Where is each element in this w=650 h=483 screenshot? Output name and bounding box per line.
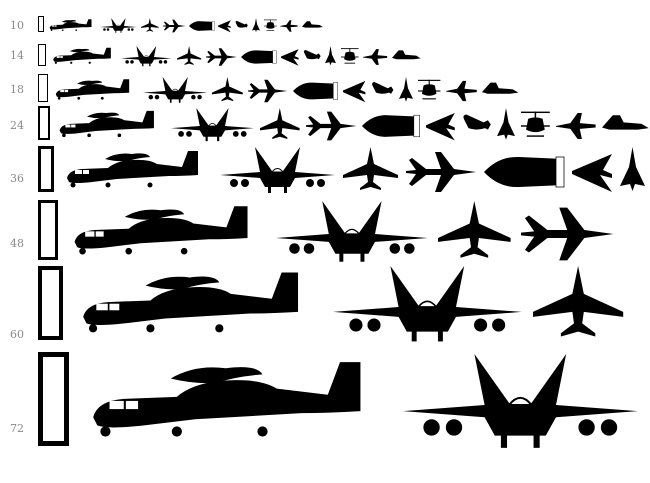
notdef-box-icon <box>38 74 48 102</box>
cruise-missile-icon <box>362 114 421 137</box>
jet-top-view-icon <box>533 266 624 337</box>
notdef-box-icon <box>38 106 51 140</box>
notdef-box-icon <box>38 44 47 66</box>
helicopter-front-icon <box>520 111 550 137</box>
tiltrotor-aircraft-icon <box>59 110 155 137</box>
notdef-box-icon <box>38 146 54 192</box>
specimen-row-10 <box>0 14 650 33</box>
specimen-row-48 <box>0 198 650 262</box>
specimen-row-24 <box>0 104 650 141</box>
size-label-36: 36 <box>10 172 24 185</box>
stealth-jet-icon <box>343 80 366 102</box>
fighter-jet-front-icon <box>276 200 429 262</box>
jet-top-view-icon <box>141 17 159 32</box>
fighter-jet-top-icon <box>520 207 613 260</box>
tiltrotor-aircraft-icon <box>92 362 361 437</box>
fighter-jet-front-icon <box>100 17 138 33</box>
jet-top-view-icon <box>212 76 244 101</box>
cruise-missile-icon <box>484 156 565 188</box>
jet-side-view-icon <box>445 80 477 101</box>
notdef-box-icon <box>38 200 59 260</box>
tiltrotor-aircraft-icon <box>74 205 248 255</box>
size-label-48: 48 <box>10 237 24 250</box>
specimen-row-60 <box>0 264 650 342</box>
fighter-jet-front-icon <box>170 107 254 141</box>
jet-top-view-icon <box>259 107 300 139</box>
specimen-row-14 <box>0 42 650 67</box>
swept-wing-jet-icon <box>392 50 421 60</box>
fighter-jet-delta-icon <box>398 76 413 102</box>
notdef-box-icon <box>38 266 63 340</box>
bomb-icon <box>372 81 394 94</box>
bomb-icon <box>462 114 491 130</box>
fighter-jet-front-icon <box>142 76 207 103</box>
jet-side-view-icon <box>556 112 596 139</box>
specimen-row-72 <box>0 350 650 449</box>
swept-wing-jet-icon <box>482 82 519 94</box>
cruise-missile-icon <box>188 20 215 31</box>
jet-side-view-icon <box>280 19 299 32</box>
stealth-jet-icon <box>426 112 456 140</box>
cruise-missile-icon <box>293 82 339 100</box>
jet-side-view-icon <box>363 49 388 66</box>
size-label-18: 18 <box>10 83 24 96</box>
fighter-jet-front-icon <box>220 147 335 193</box>
tiltrotor-aircraft-icon <box>55 79 130 100</box>
size-label-60: 60 <box>10 328 24 341</box>
helicopter-front-icon <box>263 19 277 31</box>
fighter-jet-top-icon <box>205 48 237 66</box>
bomb-icon <box>303 50 321 60</box>
fighter-jet-delta-icon <box>251 17 260 32</box>
swept-wing-jet-icon <box>302 20 323 28</box>
notdef-box-icon <box>38 352 69 446</box>
fighter-jet-delta-icon <box>325 46 337 66</box>
fighter-jet-delta-icon <box>620 147 645 191</box>
jet-top-view-icon <box>343 147 398 190</box>
fighter-jet-front-icon <box>403 354 638 449</box>
stealth-jet-icon <box>572 154 612 192</box>
fighter-jet-top-icon <box>162 19 185 32</box>
fighter-jet-top-icon <box>406 152 476 192</box>
size-label-14: 14 <box>10 49 24 62</box>
fighter-jet-top-icon <box>305 111 357 140</box>
fighter-jet-front-icon <box>332 266 522 342</box>
tiltrotor-aircraft-icon <box>49 18 92 31</box>
size-label-10: 10 <box>10 19 24 32</box>
specimen-row-18 <box>0 72 650 103</box>
jet-top-view-icon <box>438 200 511 258</box>
helicopter-front-icon <box>418 79 441 100</box>
jet-top-view-icon <box>176 46 201 66</box>
fighter-jet-delta-icon <box>496 107 515 140</box>
fighter-jet-top-icon <box>248 79 288 102</box>
size-label-72: 72 <box>10 422 24 435</box>
tiltrotor-aircraft-icon <box>67 151 198 188</box>
bomb-icon <box>235 20 248 28</box>
helicopter-front-icon <box>340 48 359 64</box>
tiltrotor-aircraft-icon <box>52 47 111 65</box>
fighter-jet-front-icon <box>121 46 173 67</box>
swept-wing-jet-icon <box>602 114 649 130</box>
tiltrotor-aircraft-icon <box>82 272 298 333</box>
stealth-jet-icon <box>280 49 299 66</box>
cruise-missile-icon <box>240 50 277 64</box>
notdef-box-icon <box>38 16 45 32</box>
stealth-jet-icon <box>218 19 232 32</box>
size-label-24: 24 <box>10 119 24 132</box>
specimen-row-36 <box>0 144 650 193</box>
